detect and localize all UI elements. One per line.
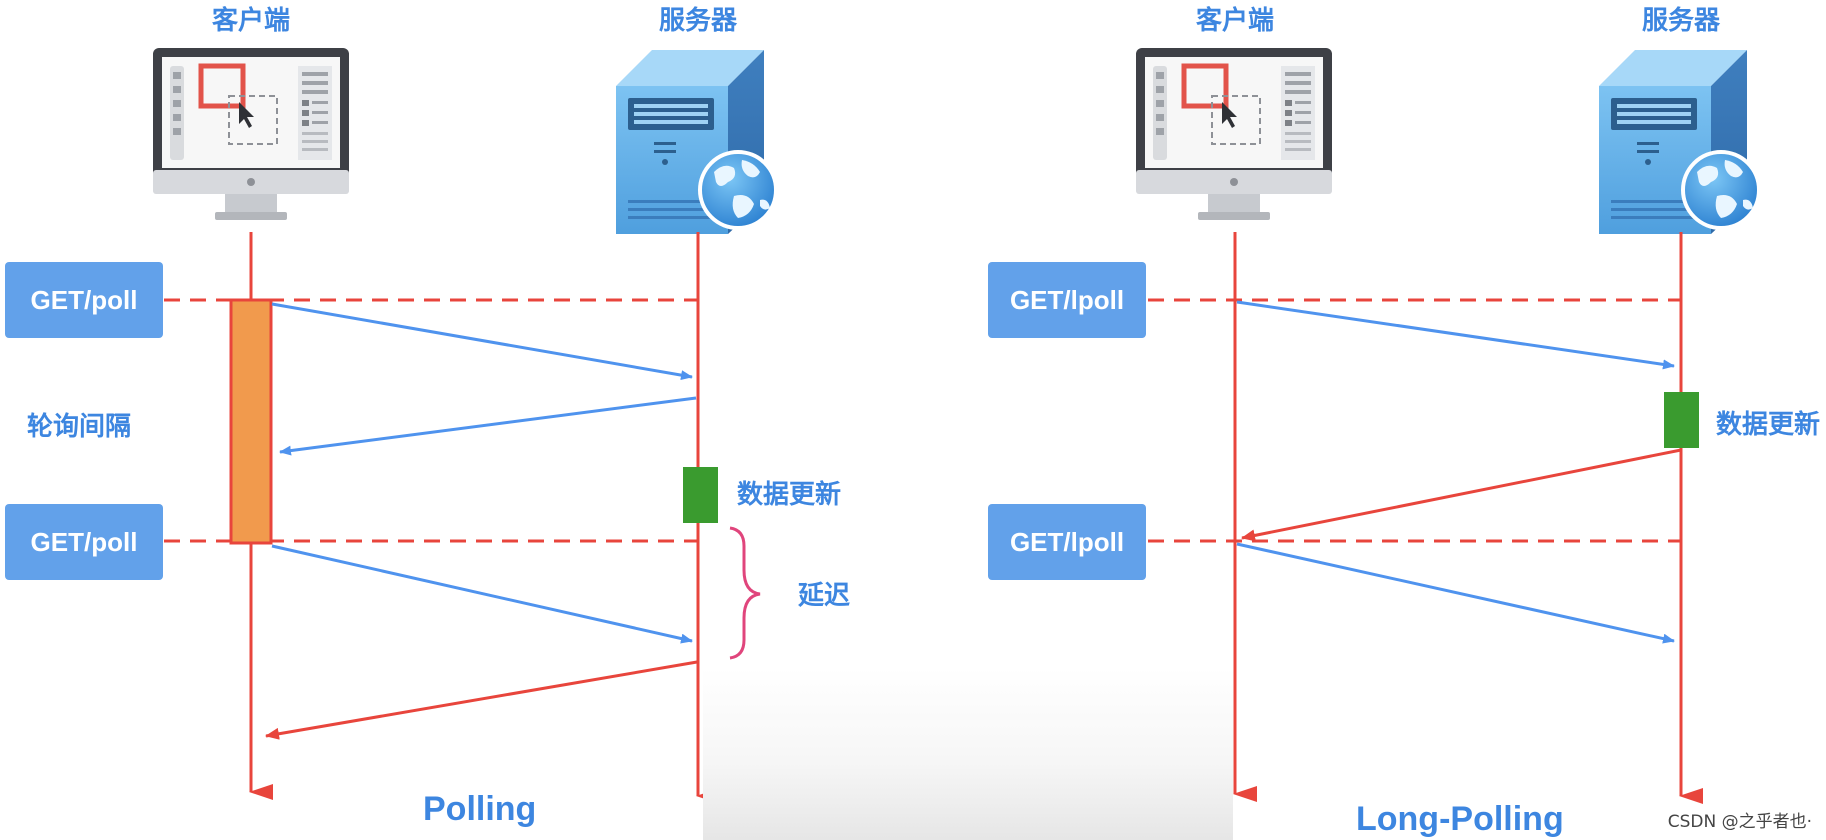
data-update-label-right: 数据更新: [1716, 410, 1821, 440]
server-label-right: 服务器: [1641, 6, 1720, 36]
data-update-block: [683, 467, 718, 523]
get-poll-box: GET/poll: [5, 504, 163, 580]
watermark: CSDN @之乎者也·: [1667, 812, 1812, 832]
fade-overlay: [703, 668, 1233, 840]
get-lpoll-box: GET/lpoll: [988, 262, 1146, 338]
data-update-block-right: [1664, 392, 1699, 448]
response-arrow: [279, 396, 697, 456]
request-arrow-right: [1236, 542, 1675, 644]
delay-label: 延迟: [798, 581, 851, 611]
get-lpoll-box: GET/lpoll: [988, 504, 1146, 580]
polling-title: Polling: [423, 790, 537, 828]
request-arrow: [271, 302, 693, 381]
request-arrow-right: [1236, 300, 1675, 370]
delay-brace: [729, 526, 761, 660]
polling-interval-bar: [229, 298, 273, 545]
get-poll-box: GET/poll: [5, 262, 163, 338]
long-polling-title: Long-Polling: [1356, 800, 1564, 838]
polling-interval-label: 轮询间隔: [27, 412, 132, 442]
server-tower-icon: [614, 48, 778, 236]
data-update-label: 数据更新: [737, 480, 842, 510]
request-arrow: [271, 544, 693, 644]
client-label: 客户端: [211, 6, 290, 36]
client-label-right: 客户端: [1195, 6, 1274, 36]
server-tower-icon-right: [1597, 48, 1761, 236]
response-arrow-data-right: [1241, 448, 1682, 542]
server-label: 服务器: [658, 6, 737, 36]
client-monitor-icon: [153, 48, 349, 220]
response-arrow-data: [265, 660, 698, 740]
client-monitor-icon-right: [1136, 48, 1332, 220]
